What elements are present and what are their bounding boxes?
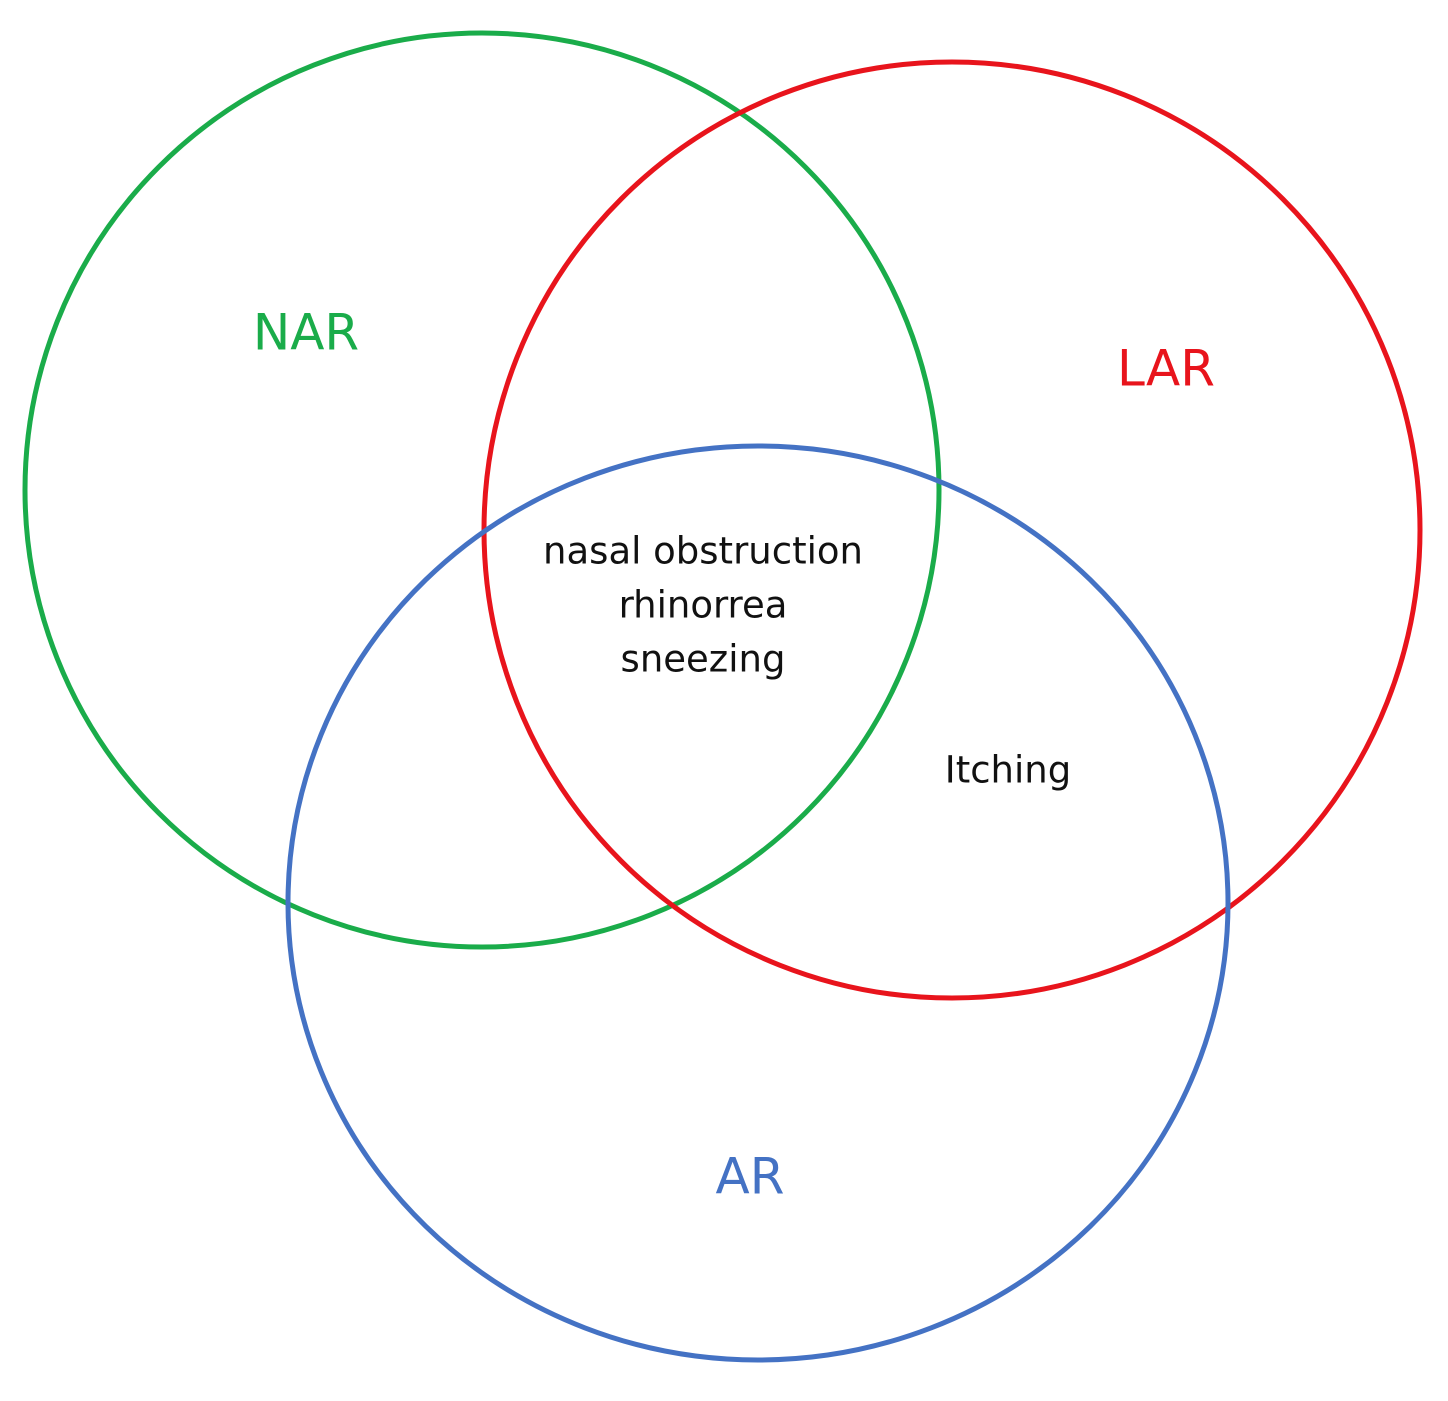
- region-lar-ar-item-itching: Itching: [945, 749, 1071, 792]
- ar-circle: [285, 443, 1231, 1363]
- region-all-item-sneezing: sneezing: [621, 638, 786, 681]
- nar-label: NAR: [253, 304, 359, 362]
- nar-circle: [22, 30, 942, 950]
- lar-label: LAR: [1117, 340, 1215, 398]
- region-all-item-rhinorrea: rhinorrea: [619, 584, 788, 627]
- ar-label: AR: [716, 1148, 785, 1206]
- region-all-item-nasal-obstruction: nasal obstruction: [543, 530, 863, 573]
